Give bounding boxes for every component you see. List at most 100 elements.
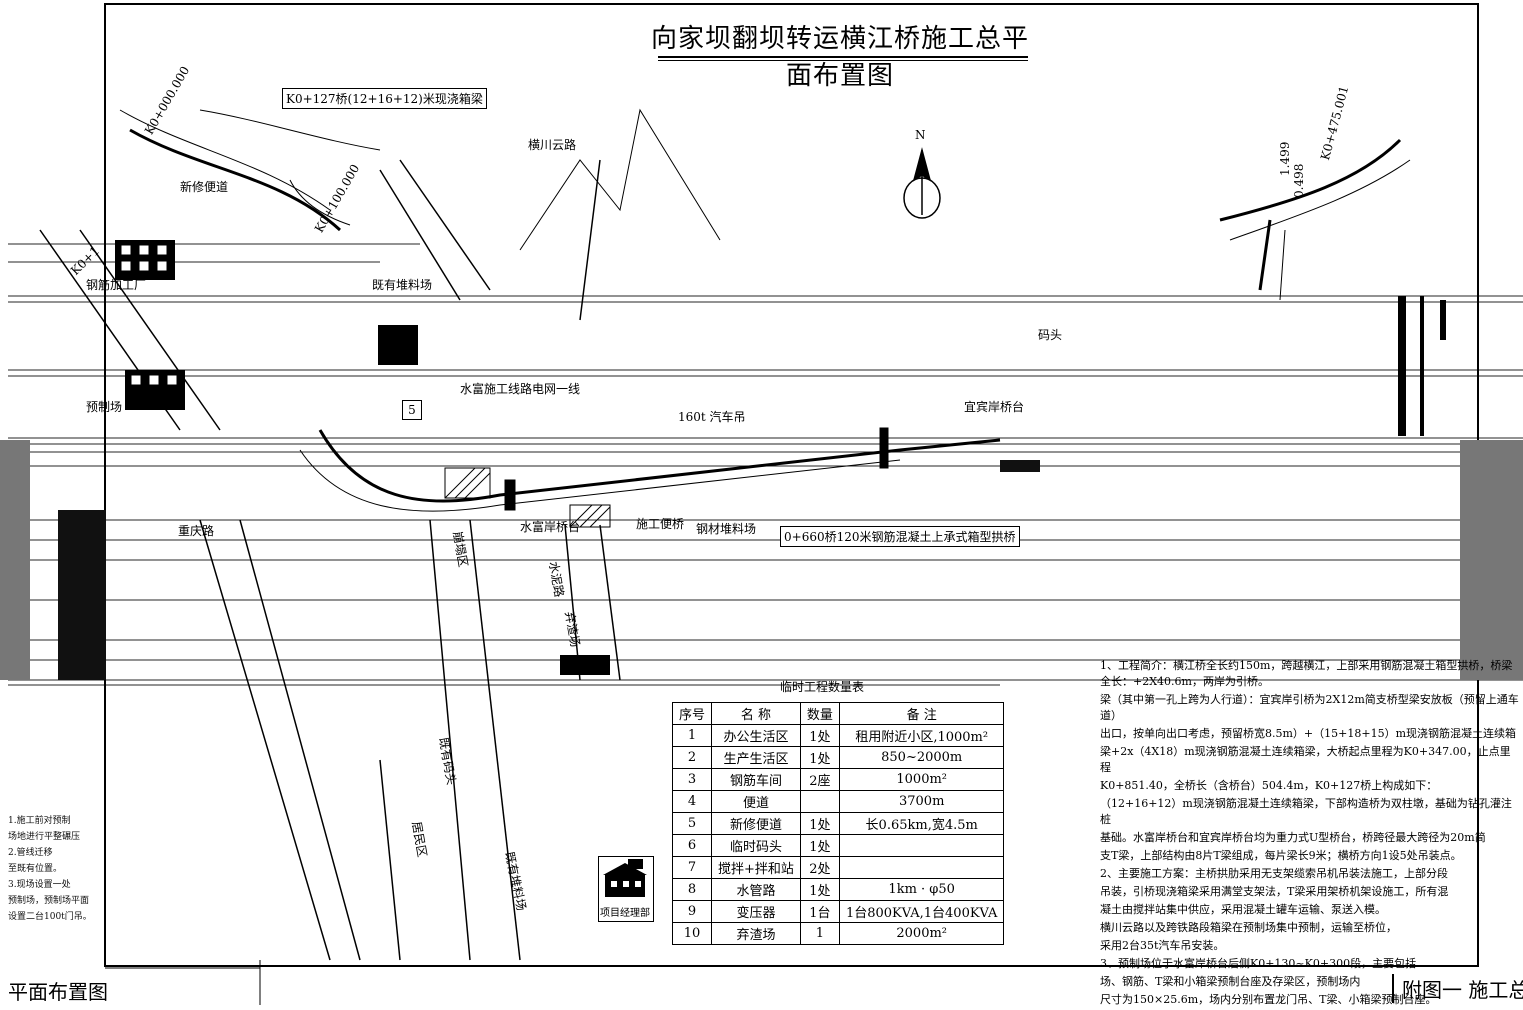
table-cell: 1处 <box>799 724 840 747</box>
note-line: 支T梁，上部结构由8片T梁组成，每片梁长9米；横桥方向1设5处吊装点。 <box>1100 849 1462 862</box>
left-note-line: 至既有位置。 <box>8 864 63 874</box>
table-cell: 8 <box>671 878 713 901</box>
table-cell <box>799 790 840 813</box>
project-office-legend: 项目经理部 <box>598 856 654 922</box>
note-line: 梁（其中第一孔上跨为人行道）：宜宾岸引桥为2X12m简支桥型梁安放板（预留上通车… <box>1100 693 1519 722</box>
label-shuifu-abutment: 水富岸桥台 <box>520 520 581 534</box>
table-cell: 钢筋车间 <box>711 768 801 791</box>
drawing-title: 向家坝翻坝转运横江桥施工总平面布置图 <box>650 24 1029 91</box>
label-precast-yard: 预制场 <box>86 400 123 414</box>
label-existing-yard: 既有堆料场 <box>372 278 433 292</box>
table-cell: 1处 <box>799 878 840 901</box>
note-line: 出口，按单向出口考虑，预留桥宽8.5m）+（15+18+15）m现浇钢筋混凝土连… <box>1100 727 1516 740</box>
table-cell: 2处 <box>799 856 840 879</box>
table-cell: 10 <box>671 922 713 945</box>
table-cell: 变压器 <box>711 900 801 923</box>
table-cell <box>838 856 1005 879</box>
table-header-cell: 名 称 <box>711 702 801 725</box>
label-hengchuan-road: 横川云路 <box>528 138 577 152</box>
left-note-line: 1.施工前对预制 <box>8 816 71 826</box>
table-cell: 长0.65km,宽4.5m <box>838 812 1005 835</box>
table-cell: 新修便道 <box>711 812 801 835</box>
label-crane: 160t 汽车吊 <box>678 410 746 424</box>
left-note-line: 2.管线迁移 <box>8 848 53 858</box>
note-line: 吊装，引桥现浇箱梁采用满堂支架法，T梁采用架桥机架设施工，所有混 <box>1100 885 1449 898</box>
table-cell: 850~2000m <box>838 746 1005 769</box>
table-cell: 临时码头 <box>711 834 801 857</box>
table-cell: 1km · φ50 <box>838 878 1005 901</box>
table-cell: 6 <box>671 834 713 857</box>
note-line: 基础。水富岸桥台和宜宾岸桥台均为重力式U型桥台，桥跨径最大跨径为20m简 <box>1100 831 1486 844</box>
table-cell: 1000m² <box>838 768 1005 791</box>
left-note-line: 3.现场设置一处 <box>8 880 71 890</box>
left-note-line: 预制场，预制场平面 <box>8 896 90 906</box>
table-cell <box>838 834 1005 857</box>
label-bridge-k0-127: K0+127桥(12+16+12)米现浇箱梁 <box>282 88 487 109</box>
note-line: 2、主要施工方案：主桥拱肋采用无支架缆索吊机吊装法施工，上部分段 <box>1100 867 1448 880</box>
table-cell: 1处 <box>799 834 840 857</box>
caption-appendix: 附图一 施工总体 <box>1392 974 1523 1003</box>
table-cell: 1处 <box>799 746 840 769</box>
project-office-icon <box>603 859 647 897</box>
table-cell: 4 <box>671 790 713 813</box>
note-line: 凝土由搅拌站集中供应，采用混凝土罐车运输、泵送入模。 <box>1100 903 1386 916</box>
table-cell: 7 <box>671 856 713 879</box>
table-header-cell: 序号 <box>671 702 713 725</box>
table-cell: 2 <box>671 746 713 769</box>
table-header-row: 序号 名 称 数量 备 注 <box>671 702 1005 725</box>
table-header-cell: 备 注 <box>838 702 1005 725</box>
label-main-bridge: 0+660桥120米钢筋混凝土上承式箱型拱桥 <box>780 526 1020 547</box>
construction-notes: 1、工程简介：横江桥全长约150m，跨越横江，上部采用钢筋混凝土箱型拱桥，桥梁全… <box>1100 658 1520 1010</box>
table-cell: 1 <box>799 922 840 945</box>
title-underline <box>658 56 1028 58</box>
label-power-line: 水富施工线路电网一线 <box>460 382 581 396</box>
table-cell: 3 <box>671 768 713 791</box>
label-elev1: 1.499 <box>1278 141 1292 176</box>
table-cell: 生产生活区 <box>711 746 801 769</box>
table-cell: 2000m² <box>838 922 1005 945</box>
note-line: （12+16+12）m现浇钢筋混凝土连续箱梁，下部构造桥为双柱墩，基础为钻孔灌注… <box>1100 797 1512 826</box>
label-temp-bridge: 施工便桥 <box>636 517 685 531</box>
label-elev2: 0.498 <box>1292 163 1306 198</box>
table-title: 临时工程数量表 <box>780 680 865 694</box>
note-line: 3、预制场位于水富岸桥台后侧K0+130~K0+300段，主要包括 <box>1100 957 1417 970</box>
note-line: 采用2台35t汽车吊安装。 <box>1100 939 1225 952</box>
table-cell: 1台800KVA,1台400KVA <box>838 900 1005 923</box>
label-wharf: 码头 <box>1038 328 1063 342</box>
table-cell: 水管路 <box>711 878 801 901</box>
table-cell: 9 <box>671 900 713 923</box>
table-cell: 1处 <box>799 812 840 835</box>
note-line: 场、钢筋、T梁和小箱梁预制台座及存梁区，预制场内 <box>1100 975 1361 988</box>
table-cell: 弃渣场 <box>711 922 801 945</box>
table-cell: 搅拌+拌和站 <box>711 856 801 879</box>
label-reinforcement: 钢筋加工厂 <box>86 278 147 292</box>
table-cell: 2座 <box>799 768 840 791</box>
note-line: K0+851.40，全桥长（含桥台）504.4m，K0+127桥上构成如下： <box>1100 779 1438 792</box>
caption-plan: 平面布置图 <box>8 980 108 1004</box>
left-note-line: 场地进行平整碾压 <box>8 832 81 842</box>
table-cell: 1 <box>671 724 713 747</box>
left-margin-notes: 1.施工前对预制场地进行平整碾压 2.管线迁移至既有位置。 3.现场设置一处预制场，… <box>8 815 103 927</box>
table-cell: 便道 <box>711 790 801 813</box>
marker-badge: 5 <box>402 400 422 420</box>
table-header-cell: 数量 <box>799 702 840 725</box>
table-cell: 5 <box>671 812 713 835</box>
label-chongqing-road: 重庆路 <box>178 524 215 538</box>
table-cell: 1台 <box>799 900 840 923</box>
note-line: 1、工程简介：横江桥全长约150m，跨越横江，上部采用钢筋混凝土箱型拱桥，桥梁全… <box>1100 659 1513 688</box>
title-underline-thin <box>658 60 1028 61</box>
label-material-yard: 钢材堆料场 <box>696 522 757 536</box>
table-cell: 租用附近小区,1000m² <box>838 724 1005 747</box>
